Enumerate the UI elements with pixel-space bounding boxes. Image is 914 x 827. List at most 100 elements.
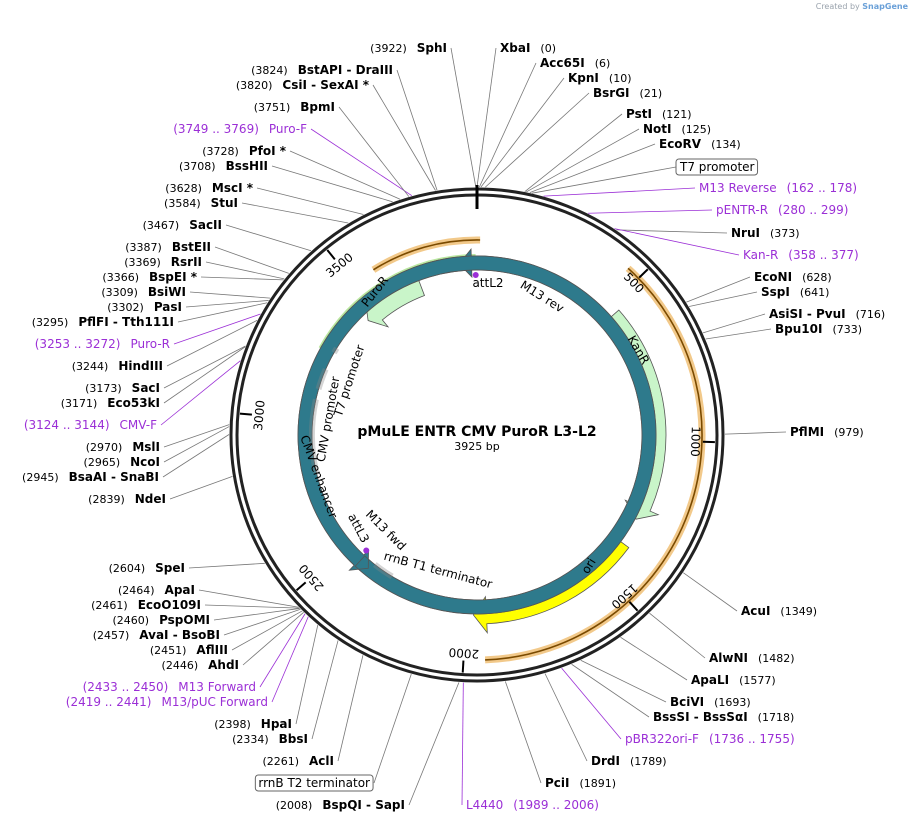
- site-pflmi[interactable]: PflMI(979): [790, 425, 864, 439]
- site-position: (162 .. 178): [787, 181, 857, 195]
- site-acui[interactable]: AcuI(1349): [741, 604, 817, 618]
- leader-line: [461, 682, 464, 806]
- site-position: (3820): [236, 79, 273, 92]
- site-name: BspEI *: [149, 270, 198, 284]
- site-name: MslI: [132, 440, 160, 454]
- feature-m13-fwd-mark[interactable]: [363, 547, 370, 554]
- leader-line: [649, 612, 706, 659]
- site-sphi[interactable]: SphI(3922): [370, 41, 447, 55]
- leader-line: [561, 667, 622, 740]
- site-bsshii[interactable]: BssHII(3708): [179, 159, 268, 173]
- site-bpu10i[interactable]: Bpu10I(733): [775, 322, 862, 336]
- site-m13[interactable]: M13 Forward(2433 .. 2450): [83, 680, 256, 694]
- site-position: (2398): [214, 718, 251, 731]
- site-asisi[interactable]: AsiSI - PvuI(716): [769, 307, 885, 321]
- site-alwni[interactable]: AlwNI(1482): [709, 651, 795, 665]
- site-cmv-f[interactable]: CMV-F(3124 .. 3144): [24, 418, 157, 432]
- site-puro-r[interactable]: Puro-R(3253 .. 3272): [35, 337, 170, 351]
- site-csii[interactable]: CsiI - SexAI *(3820): [236, 78, 370, 92]
- site-econi[interactable]: EcoNI(628): [754, 270, 832, 284]
- site-name: EcoNI: [754, 270, 792, 284]
- site-l4440[interactable]: L4440(1989 .. 2006): [466, 798, 599, 812]
- orange-arc-puro-outer[interactable]: [372, 239, 481, 271]
- site-name: Kan-R: [743, 248, 778, 262]
- site-hpai[interactable]: HpaI(2398): [214, 717, 292, 731]
- site-name: NotI: [643, 122, 672, 136]
- site-name: SpeI: [155, 561, 185, 575]
- site-ecoo109i[interactable]: EcoO109I(2461): [91, 598, 201, 612]
- site-pasi[interactable]: PasI(3302): [107, 300, 182, 314]
- tick-mark: [295, 581, 307, 591]
- site-pflfi[interactable]: PflFI - Tth111I(3295): [32, 315, 174, 329]
- site-bspqi[interactable]: BspQI - SapI(2008): [276, 798, 405, 812]
- site-ahdi[interactable]: AhdI(2446): [162, 658, 239, 672]
- site-xbai[interactable]: XbaI(0): [500, 41, 556, 55]
- site-m13/puc[interactable]: M13/pUC Forward(2419 .. 2441): [66, 695, 268, 709]
- site-bsssi[interactable]: BssSI - BssSαI(1718): [653, 710, 794, 724]
- site-pbr322ori-f[interactable]: pBR322ori-F(1736 .. 1755): [625, 732, 795, 746]
- site-msci[interactable]: MscI *(3628): [165, 181, 253, 195]
- site-m13[interactable]: M13 Reverse(162 .. 178): [699, 181, 857, 195]
- orange-arc-right[interactable]: [485, 267, 703, 661]
- site-bsiwi[interactable]: BsiWI(3309): [101, 285, 186, 299]
- site-bsrgi[interactable]: BsrGI(21): [593, 86, 662, 100]
- site-pfoi[interactable]: PfoI *(3728): [202, 144, 286, 158]
- site-name: AlwNI: [709, 651, 748, 665]
- site-apali[interactable]: ApaLI(1577): [691, 673, 776, 687]
- site-name: BsiWI: [148, 285, 186, 299]
- site-pspomi[interactable]: PspOMI(2460): [112, 613, 210, 627]
- leader-line: [163, 346, 246, 404]
- site-ecorv[interactable]: EcoRV(134): [659, 137, 741, 151]
- site-pentr-r[interactable]: pENTR-R(280 .. 299): [716, 203, 848, 217]
- feature-m13-rev-mark[interactable]: [472, 272, 479, 279]
- feature-rrnb-t1-terminator-arc[interactable]: [372, 562, 394, 580]
- site-bsaai[interactable]: BsaAI - SnaBI(2945): [22, 470, 159, 484]
- site-hindiii[interactable]: HindIII(3244): [72, 359, 163, 373]
- site-apai[interactable]: ApaI(2464): [118, 583, 195, 597]
- feature-cmv-promoter-arc[interactable]: [315, 368, 329, 390]
- site-psti[interactable]: PstI(121): [626, 107, 692, 121]
- site-acc65i[interactable]: Acc65I(6): [540, 56, 610, 70]
- site-sacii[interactable]: SacII(3467): [143, 218, 222, 232]
- site-name: CMV-F: [120, 418, 158, 432]
- feature-attl3-arrow[interactable]: [297, 255, 657, 615]
- site-label: rrnB T2 terminator: [258, 776, 370, 790]
- site-bpmi[interactable]: BpmI(3751): [254, 100, 335, 114]
- site-t7[interactable]: T7 promoter: [675, 158, 759, 176]
- site-nrui[interactable]: NruI(373): [731, 226, 800, 240]
- feature-cmv-enhancer-arc[interactable]: [309, 398, 320, 474]
- tick-label: 2500: [296, 561, 327, 593]
- site-eco53ki[interactable]: Eco53kI(3171): [61, 396, 160, 410]
- site-bstapi[interactable]: BstAPI - DraIII(3824): [251, 63, 393, 77]
- site-name: L4440: [466, 798, 503, 812]
- site-ncoi[interactable]: NcoI(2965): [84, 455, 160, 469]
- site-rsrii[interactable]: RsrII(3369): [124, 255, 202, 269]
- site-kan-r[interactable]: Kan-R(358 .. 377): [743, 248, 859, 262]
- site-puro-f[interactable]: Puro-F(3749 .. 3769): [173, 122, 307, 136]
- snapgene-logo[interactable]: SnapGene: [862, 2, 908, 11]
- site-bsteii[interactable]: BstEII(3387): [125, 240, 211, 254]
- site-bbsi[interactable]: BbsI(2334): [232, 732, 308, 746]
- leader-line: [173, 313, 261, 345]
- site-avai[interactable]: AvaI - BsoBI(2457): [93, 628, 220, 642]
- leader-line: [524, 113, 623, 192]
- site-bspei[interactable]: BspEI *(3366): [102, 270, 197, 284]
- site-ndei[interactable]: NdeI(2839): [88, 492, 166, 506]
- site-bcivi[interactable]: BciVI(1693): [670, 695, 751, 709]
- site-kpni[interactable]: KpnI(10): [568, 71, 632, 85]
- site-position: (2446): [162, 659, 199, 672]
- site-acli[interactable]: AclI(2261): [262, 754, 334, 768]
- site-msli[interactable]: MslI(2970): [86, 440, 160, 454]
- site-drdi[interactable]: DrdI(1789): [591, 754, 667, 768]
- site-saci[interactable]: SacI(3173): [85, 381, 160, 395]
- site-pcii[interactable]: PciI(1891): [545, 776, 616, 790]
- site-spei[interactable]: SpeI(2604): [109, 561, 185, 575]
- site-position: (2460): [112, 614, 149, 627]
- site-noti[interactable]: NotI(125): [643, 122, 711, 136]
- site-afliii[interactable]: AflIII(2451): [150, 643, 228, 657]
- site-rrnb[interactable]: rrnB T2 terminator: [254, 774, 374, 792]
- site-leader-lines: [160, 47, 787, 806]
- site-sspi[interactable]: SspI(641): [761, 285, 829, 299]
- site-stui[interactable]: StuI(3584): [164, 196, 238, 210]
- feature-t7-promoter-arc[interactable]: [331, 346, 340, 355]
